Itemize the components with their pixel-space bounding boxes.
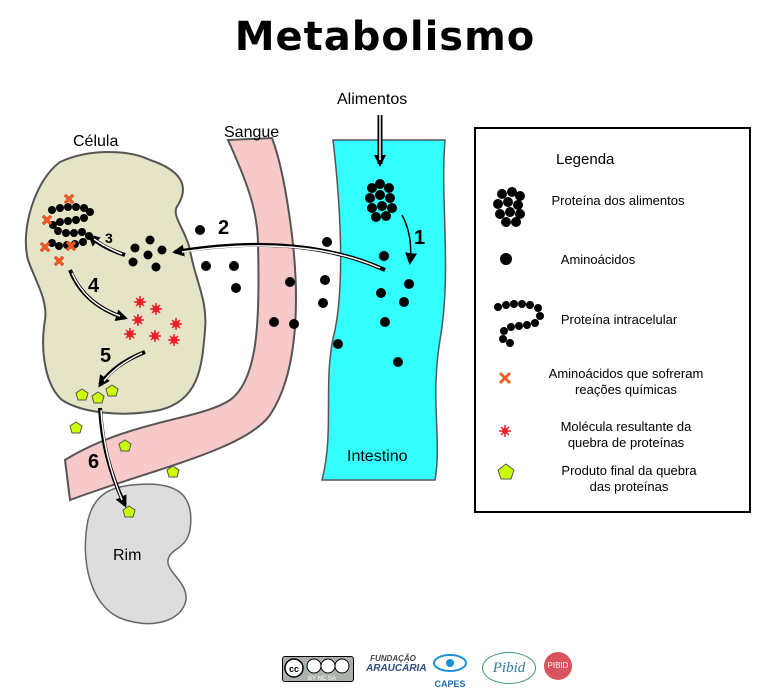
legend-text-amino-acids: Aminoácidos	[560, 252, 636, 267]
svg-text:BY NC SA: BY NC SA	[308, 676, 336, 682]
cc-icon: cc BY NC SA	[283, 657, 353, 682]
legend-text-food-protein: Proteína dos alimentos	[551, 193, 685, 208]
amino-acid-dot-icon	[500, 253, 512, 265]
label-alimentos: Alimentos	[337, 91, 407, 108]
step-2: 2	[218, 217, 229, 239]
label-celula: Célula	[73, 133, 118, 150]
pibid-logo: Pibid	[482, 652, 536, 684]
label-rim: Rim	[113, 547, 141, 564]
legend-box: Legenda Proteína dos alimentos Aminoácid…	[474, 127, 751, 513]
step-4: 4	[88, 275, 100, 297]
blood-vessel	[63, 136, 297, 502]
reacted-amino-acids	[39, 193, 77, 267]
amino-acids	[128, 225, 414, 367]
kidney-shape	[84, 483, 192, 625]
breakdown-molecules	[124, 296, 182, 346]
red-star-icon	[499, 425, 511, 437]
pibid-red-logo: PIBID	[544, 652, 572, 680]
end-products	[69, 384, 180, 518]
legend-text-end-product: Produto final da quebra das proteínas	[561, 463, 697, 494]
capes-icon	[433, 654, 467, 672]
arrow-1	[401, 214, 418, 265]
protein-chain-icon	[494, 300, 544, 347]
step-1: 1	[414, 227, 425, 249]
red-cross-icon	[499, 372, 511, 384]
label-intestino: Intestino	[347, 448, 408, 465]
page-title: Metabolismo	[234, 14, 536, 60]
cc-license-logo: cc BY NC SA	[282, 656, 354, 682]
step-5: 5	[100, 345, 111, 367]
green-pentagon-icon	[497, 463, 515, 480]
food-protein-cluster	[365, 179, 397, 222]
intestine	[321, 139, 447, 481]
capes-logo: CAPES	[430, 652, 470, 689]
label-sangue: Sangue	[224, 124, 279, 141]
svg-text:cc: cc	[289, 664, 299, 674]
araucaria-logo: FUNDAÇÃO ARAUCÁRIA	[366, 654, 427, 674]
cell-body	[24, 151, 207, 415]
legend-text-breakdown-molecule: Molécula resultante da quebra de proteín…	[560, 419, 692, 450]
step-6: 6	[88, 451, 99, 473]
legend-text-reacted-amino-acids: Aminoácidos que sofreram reações química…	[548, 366, 704, 397]
legend-title: Legenda	[556, 151, 615, 168]
protein-cluster-icon	[493, 187, 525, 227]
legend-text-intracellular-protein: Proteína intracelular	[560, 312, 678, 327]
step-3: 3	[105, 230, 113, 246]
